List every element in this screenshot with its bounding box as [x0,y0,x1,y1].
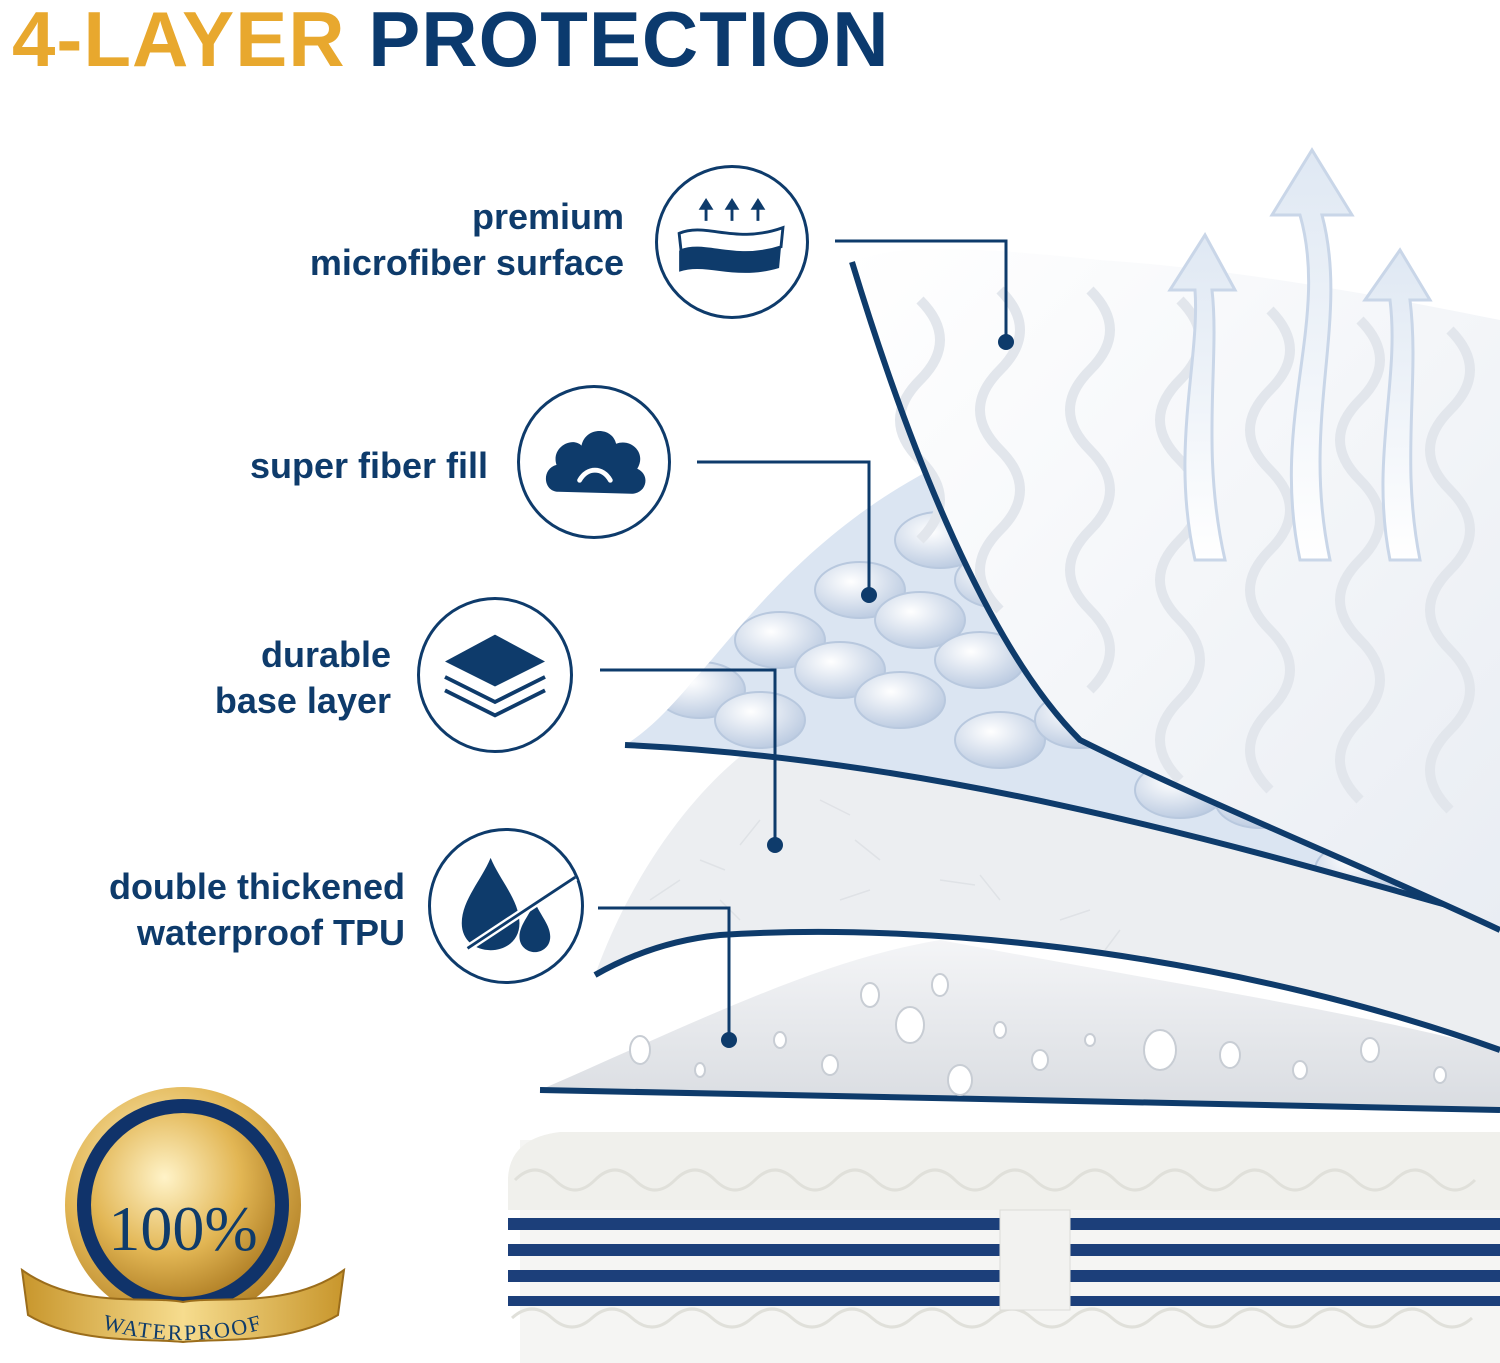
layer-label-line: double thickened [108,866,405,907]
layer-label-microfiber: premium microfiber surface [310,194,624,286]
leader-line-microfiber [835,239,1008,342]
layer-label-line: base layer [214,680,391,721]
layers-icon [417,597,573,753]
leader-line-fiber-fill [697,460,871,595]
base-layer-sheet [593,730,1500,1053]
leader-dot-microfiber [998,334,1014,350]
leader-lines [598,239,1008,1040]
water-drops-icon [428,828,584,984]
badge-percent: 100% [108,1193,258,1264]
cloud-icon [517,385,671,539]
layer-label-base-layer: durable base layer [215,632,391,724]
waterproof-badge: WATERPROOF 100% [18,1080,348,1360]
layer-label-line: premium [471,196,624,237]
fabric-airflow-icon [655,165,809,319]
leader-dot-fiber-fill [861,587,877,603]
layer-label-tpu: double thickened waterproof TPU [109,864,405,956]
leader-line-base-layer [600,668,777,845]
leader-dot-base-layer [767,837,783,853]
page-title: 4-LAYER PROTECTION [12,0,890,84]
layer-label-line: super fiber fill [249,445,488,486]
microfiber-surface-sheet [849,248,1500,933]
layer-label-fiber-fill: super fiber fill [250,443,488,489]
layer-label-line: microfiber surface [309,242,624,283]
layer-label-line: durable [260,634,391,675]
tpu-layer [539,940,1500,1113]
leader-line-tpu [598,906,731,1040]
layer-label-line: waterproof TPU [136,912,405,953]
leader-dot-tpu [721,1032,737,1048]
title-main: PROTECTION [368,0,890,83]
title-accent: 4-LAYER [12,0,346,83]
mattress-block [508,1132,1500,1363]
airflow-arrows [1167,147,1433,562]
